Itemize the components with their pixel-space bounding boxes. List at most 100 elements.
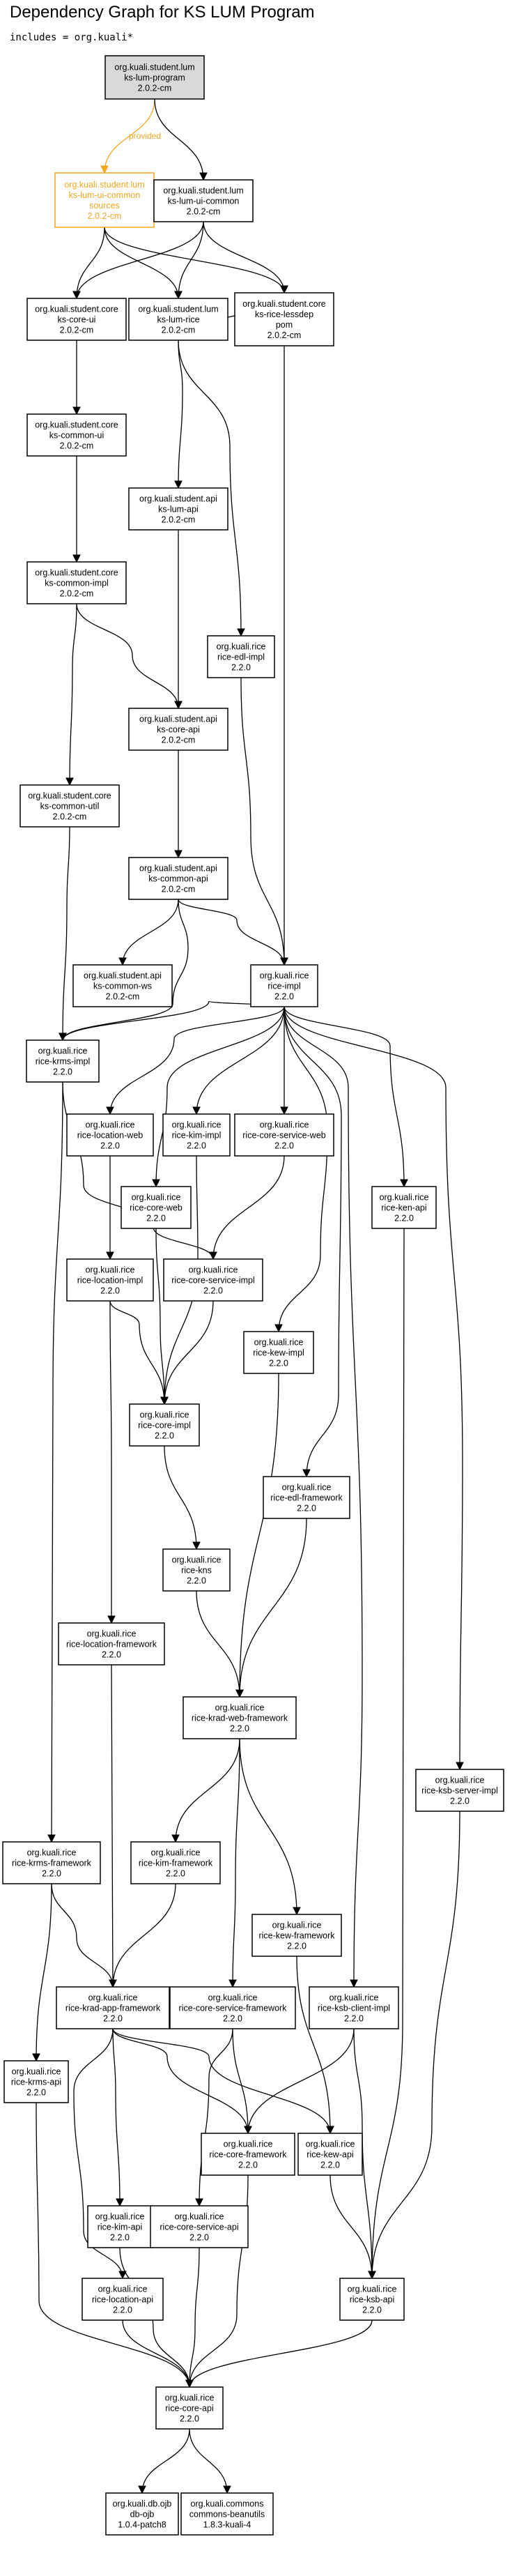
edge-ken-api-to-ksb-api: [368, 1228, 405, 2280]
node-label-line: ks-lum-rice: [157, 315, 199, 325]
node-label-line: 2.2.0: [100, 1141, 120, 1151]
page-title: Dependency Graph for KS LUM Program: [10, 3, 315, 22]
edge-location-api-to-rice-core-api: [122, 2319, 194, 2388]
node-lessdep: org.kuali.student.coreks-rice-lessdeppom…: [234, 292, 334, 346]
node-label-line: org.kuali.student.core: [28, 791, 111, 801]
edge-kew-api-to-ksb-api: [329, 2174, 376, 2280]
node-label-line: 2.0.2-cm: [267, 330, 302, 340]
node-label-line: pom: [276, 320, 293, 330]
node-box: [153, 179, 254, 222]
edge-ksb-server-impl-to-ksb-api: [368, 1811, 460, 2280]
edge-common-api-to-common-ws: [118, 899, 179, 966]
node-box: [3, 2060, 69, 2103]
edge-krad-web-framework-to-core-service-framework: [228, 1738, 240, 1988]
node-label-line: rice-krms-framework: [12, 1859, 92, 1868]
node-program: org.kuali.student.lumks-lum-program2.0.2…: [104, 55, 205, 100]
node-label-line: 2.2.0: [53, 1067, 72, 1077]
node-label-line: 2.0.2-cm: [138, 84, 172, 93]
node-label-line: 2.0.2-cm: [60, 326, 94, 335]
edge-edl-impl-to-rice-impl: [240, 677, 288, 966]
node-box: [207, 635, 275, 678]
node-label-line: 2.2.0: [274, 992, 294, 1002]
node-box: [162, 1548, 231, 1592]
edge-krms-impl-to-krms-framework: [47, 1081, 63, 1843]
edge-rice-impl-to-kew-impl: [274, 1006, 328, 1333]
edge-program-to-ui-common: [154, 98, 208, 181]
edge-core-service-framework-to-core-framework: [232, 2028, 252, 2135]
node-common-ui: org.kuali.student.coreks-common-ui2.0.2-…: [26, 413, 127, 457]
node-label-line: 1.0.4-patch8: [118, 2520, 166, 2530]
node-label-line: rice-core-service-impl: [171, 1276, 254, 1286]
node-box: [26, 1039, 100, 1083]
node-ui-common-sources: org.kuali.student.lumks-lum-ui-commonsou…: [54, 172, 155, 228]
node-box: [54, 172, 155, 228]
node-label-line: 2.2.0: [320, 2160, 340, 2170]
edge-krms-api-to-rice-core-api: [36, 2102, 194, 2388]
node-label-line: org.kuali.rice: [140, 1410, 189, 1420]
node-label-line: rice-krad-web-framework: [192, 1714, 288, 1723]
node-label-line: org.kuali.student.api: [139, 494, 217, 504]
node-label-line: org.kuali.commons: [191, 2499, 264, 2509]
edge-program-to-ui-common-sources: [100, 98, 155, 174]
node-label-line: org.kuali.rice: [132, 1193, 181, 1203]
node-label-line: rice-kim-framework: [139, 1859, 213, 1868]
node-label-line: rice-kew-framework: [258, 1931, 335, 1941]
node-label-line: rice-krad-app-framework: [65, 2004, 161, 2013]
node-label-line: org.kuali.student.lum: [163, 186, 243, 196]
node-box: [155, 2386, 224, 2430]
edge-krad-app-framework-to-kew-api: [112, 2028, 334, 2135]
node-label-line: ks-common-impl: [45, 579, 109, 588]
node-label-line: db-ojb: [130, 2510, 155, 2520]
includes-filter: includes = org.kuali*: [10, 32, 134, 43]
edge-kew-impl-to-krad-web-framework: [235, 1373, 279, 1698]
node-box: [234, 292, 334, 346]
node-label-line: rice-ksb-api: [350, 2295, 395, 2305]
node-label-line: rice-krms-impl: [36, 1057, 90, 1067]
node-label-line: rice-location-api: [92, 2295, 153, 2305]
node-label-line: rice-ksb-client-impl: [318, 2004, 390, 2013]
edge-rice-impl-to-edl-framework: [284, 1006, 342, 1478]
node-location-framework: org.kuali.ricerice-location-framework2.2…: [58, 1622, 165, 1666]
node-label-line: org.kuali.rice: [329, 1993, 379, 2003]
node-label-line: org.kuali.student.lum: [114, 63, 194, 73]
node-label-line: 2.2.0: [238, 2160, 258, 2170]
edge-common-util-to-krms-impl: [59, 826, 70, 1042]
node-label-line: org.kuali.rice: [217, 642, 266, 652]
node-label-line: org.kuali.rice: [254, 1338, 304, 1348]
edge-kew-framework-to-kew-api: [296, 1956, 334, 2135]
node-beanutils: org.kuali.commonscommons-beanutils1.8.3-…: [180, 2492, 274, 2536]
node-label-line: org.kuali.student.core: [35, 568, 118, 578]
node-krad-app-framework: org.kuali.ricerice-krad-app-framework2.2…: [56, 1986, 170, 2029]
node-label-line: rice-krms-api: [11, 2078, 61, 2087]
node-label-line: 2.2.0: [146, 1214, 166, 1224]
node-box: [243, 1331, 314, 1374]
node-common-util: org.kuali.student.coreks-common-util2.0.…: [20, 784, 120, 828]
node-label-line: 2.2.0: [187, 1576, 206, 1586]
edge-ui-common-sources-to-ks-lum-rice: [104, 227, 183, 300]
nodes-layer: org.kuali.student.lumks-lum-program2.0.2…: [2, 55, 504, 2536]
node-box: [163, 1258, 263, 1302]
node-label-line: org.kuali.rice: [175, 2212, 224, 2222]
node-label-line: 2.0.2-cm: [162, 885, 196, 894]
node-box: [129, 1403, 200, 1447]
node-label-line: 2.0.2-cm: [106, 992, 140, 1002]
node-label-line: ks-lum-api: [158, 505, 199, 515]
node-box: [128, 857, 228, 900]
node-label-line: rice-kns: [181, 1566, 212, 1576]
node-label-line: 1.8.3-kuali-4: [203, 2520, 251, 2530]
node-label-line: rice-core-impl: [138, 1421, 191, 1431]
node-label-line: 2.2.0: [42, 1869, 61, 1879]
edge-rice-impl-to-core-web: [152, 1006, 285, 1188]
node-label-line: 2.2.0: [113, 2306, 132, 2315]
edge-krad-app-framework-to-kim-api: [112, 2028, 124, 2207]
node-label-line: rice-location-framework: [66, 1640, 157, 1649]
node-box: [371, 1186, 437, 1229]
